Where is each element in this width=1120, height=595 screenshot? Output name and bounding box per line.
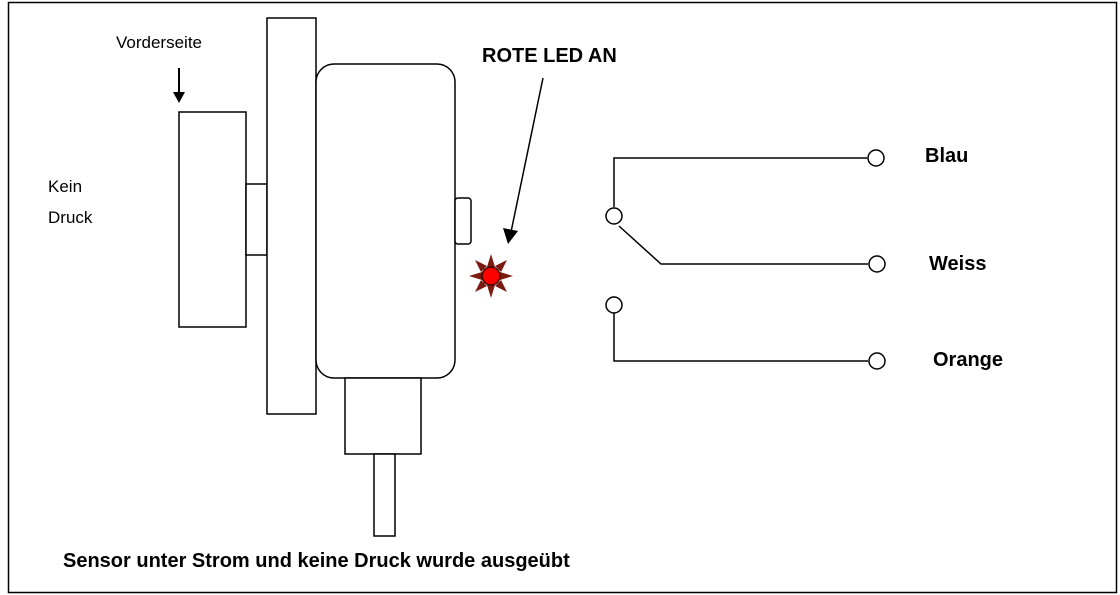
cable-gland <box>344 377 422 455</box>
terminal-orange <box>868 352 886 370</box>
wire-white-label: Weiss <box>929 253 986 275</box>
wire-blue-line <box>613 157 867 207</box>
sensor-body <box>315 63 456 379</box>
switch-schematic <box>613 157 868 362</box>
wire-blue-label: Blau <box>925 145 968 167</box>
led-pointer-arrow <box>503 77 544 244</box>
mounting-panel <box>266 17 317 415</box>
switch-arm <box>618 225 868 265</box>
no-pressure-label-line1: Kein <box>48 177 82 196</box>
pressure-plate <box>178 111 247 328</box>
terminal-lower-contact <box>605 296 623 314</box>
terminal-white <box>868 255 886 273</box>
terminal-blue <box>867 149 885 167</box>
led-status-label: ROTE LED AN <box>482 45 617 67</box>
wire-orange-label: Orange <box>933 349 1003 371</box>
wire-orange-line <box>613 312 868 362</box>
diagram-frame <box>7 1 1118 594</box>
front-side-label: Vorderseite <box>116 33 202 52</box>
side-nub <box>454 197 472 245</box>
red-led-icon <box>469 254 513 298</box>
terminal-upper-contact <box>605 207 623 225</box>
front-side-arrow <box>173 68 185 103</box>
cable <box>373 453 396 537</box>
no-pressure-label-line2: Druck <box>48 208 93 227</box>
diagram-caption: Sensor unter Strom und keine Druck wurde… <box>63 550 570 572</box>
plate-stem <box>245 183 268 256</box>
